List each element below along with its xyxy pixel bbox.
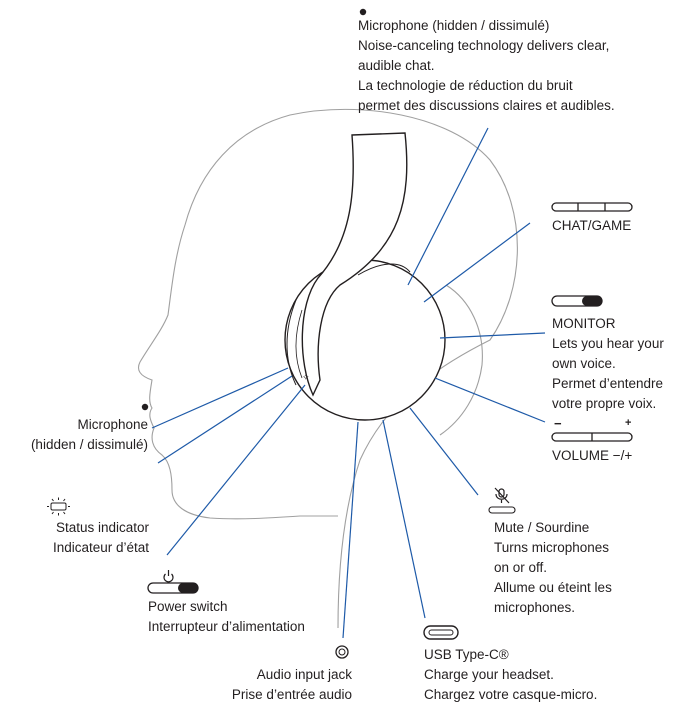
label-chat-game: CHAT/GAME bbox=[552, 216, 631, 236]
label-power: Power switch Interrupteur d’alimentation bbox=[148, 597, 305, 637]
label-mute: Mute / Sourdine Turns microphones on or … bbox=[494, 518, 612, 618]
power-fr: Interrupteur d’alimentation bbox=[148, 619, 305, 634]
muted-microphone-icon bbox=[488, 487, 516, 514]
volume-minus-label: − bbox=[554, 416, 562, 431]
headband-slider bbox=[357, 263, 411, 276]
label-microphone-left: Microphone (hidden / dissimulé) bbox=[31, 415, 148, 455]
power-slide-switch-icon bbox=[147, 570, 199, 594]
mic-top-fr-1: La technologie de réduction du bruit bbox=[358, 78, 573, 93]
leader-power bbox=[166, 384, 306, 556]
mute-title: Mute / Sourdine bbox=[494, 520, 590, 535]
slide-toggle-icon bbox=[551, 295, 603, 307]
headband bbox=[301, 132, 408, 397]
label-usb: USB Type-C® Charge your headset. Chargez… bbox=[424, 645, 597, 705]
playstation-logo-icon: ✧ bbox=[302, 373, 310, 383]
status-en: Status indicator bbox=[55, 520, 149, 535]
label-status: Status indicator Indicateur d’état bbox=[53, 518, 149, 558]
mute-en-2: on or off. bbox=[494, 560, 548, 575]
usb-fr: Chargez votre casque-micro. bbox=[424, 687, 598, 702]
filled-dot-icon bbox=[359, 8, 367, 16]
light-indicator-icon bbox=[47, 497, 70, 516]
ear-cup-rim bbox=[286, 299, 297, 386]
leader-status bbox=[157, 375, 293, 464]
leader-mic-left bbox=[151, 367, 289, 429]
ear-cup-inner-rim bbox=[295, 309, 303, 379]
usb-c-port-icon bbox=[423, 625, 459, 640]
volume-title: VOLUME −/+ bbox=[552, 448, 633, 463]
monitor-title: MONITOR bbox=[552, 316, 616, 331]
leader-usb bbox=[382, 419, 426, 619]
label-volume: VOLUME −/+ bbox=[552, 446, 632, 466]
mic-top-en-2: audible chat. bbox=[358, 58, 435, 73]
monitor-en-1: Lets you hear your bbox=[552, 336, 664, 351]
usb-title: USB Type-C® bbox=[424, 647, 509, 662]
leader-chat-game bbox=[423, 222, 531, 303]
mic-top-fr-2: permet des discussions claires et audibl… bbox=[358, 98, 615, 113]
mute-fr-2: microphones. bbox=[494, 600, 576, 615]
leader-audio-jack bbox=[342, 421, 359, 639]
leader-volume bbox=[434, 377, 546, 423]
monitor-fr-2: votre propre voix. bbox=[552, 396, 657, 411]
label-monitor: MONITOR Lets you hear your own voice. Pe… bbox=[552, 314, 664, 414]
chat-game-title: CHAT/GAME bbox=[552, 218, 632, 233]
mic-left-fr: (hidden / dissimulé) bbox=[30, 437, 148, 452]
status-fr: Indicateur d’état bbox=[52, 540, 149, 555]
monitor-en-2: own voice. bbox=[552, 356, 616, 371]
head-silhouette bbox=[137, 108, 518, 629]
ear-back-outline bbox=[439, 284, 483, 436]
three-segment-rocker-icon bbox=[551, 202, 633, 212]
label-audio-jack: Audio input jack Prise d’entrée audio bbox=[232, 665, 352, 705]
power-en: Power switch bbox=[148, 599, 228, 614]
audio-jack-icon bbox=[335, 645, 349, 659]
mic-top-en-1: Noise-canceling technology delivers clea… bbox=[358, 38, 610, 53]
volume-plus-label: + bbox=[625, 417, 632, 429]
leader-mute bbox=[409, 407, 479, 496]
mic-top-title: Microphone (hidden / dissimulé) bbox=[358, 18, 550, 33]
leader-mic-top bbox=[407, 127, 489, 286]
leader-monitor bbox=[439, 332, 546, 339]
monitor-fr-1: Permet d’entendre bbox=[552, 376, 664, 391]
filled-dot-icon bbox=[141, 403, 149, 411]
mute-en-1: Turns microphones bbox=[494, 540, 610, 555]
mute-fr-1: Allume ou éteint les bbox=[494, 580, 612, 595]
mic-left-en: Microphone bbox=[77, 417, 148, 432]
label-microphone-top: Microphone (hidden / dissimulé) Noise-ca… bbox=[358, 16, 615, 116]
audio-jack-en: Audio input jack bbox=[256, 667, 352, 682]
usb-en: Charge your headset. bbox=[424, 667, 554, 682]
audio-jack-fr: Prise d’entrée audio bbox=[231, 687, 352, 702]
leader-lines bbox=[151, 127, 546, 639]
minus-plus-rocker-icon bbox=[551, 432, 633, 442]
